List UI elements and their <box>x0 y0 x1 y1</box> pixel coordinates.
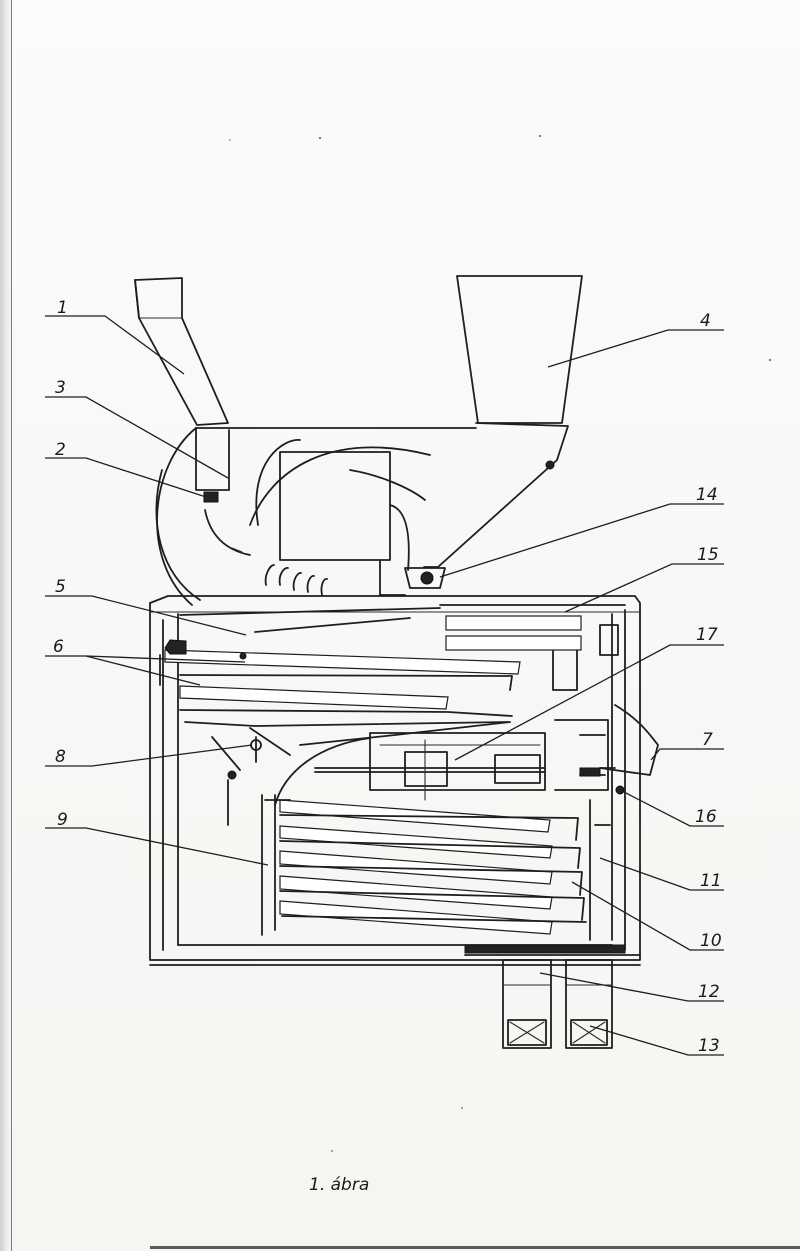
callout-13: 13 <box>698 1036 720 1056</box>
callout-17: 17 <box>696 625 718 645</box>
central-fan <box>274 719 609 806</box>
callout-1: 1 <box>57 298 68 318</box>
callout-8: 8 <box>55 747 66 767</box>
collection-bins <box>464 944 641 1049</box>
adjust-lever <box>211 736 262 826</box>
callout-4: 4 <box>700 311 711 331</box>
callout-12: 12 <box>698 982 720 1002</box>
callout-15: 15 <box>697 545 719 565</box>
scan-speckles <box>229 135 771 1152</box>
callout-10: 10 <box>700 931 722 951</box>
callout-11: 11 <box>700 871 722 891</box>
outlet-chute <box>579 704 659 795</box>
intake-pipe <box>134 277 229 426</box>
callout-3: 3 <box>55 378 66 398</box>
callout-2: 2 <box>55 440 66 460</box>
figure-caption: 1. ábra <box>309 1175 369 1195</box>
page-bottom-edge <box>150 1246 800 1249</box>
callout-5: 5 <box>55 577 66 597</box>
callout-6: 6 <box>53 637 64 657</box>
callout-9: 9 <box>57 810 68 830</box>
leader-lines <box>45 315 724 1056</box>
callout-14: 14 <box>696 485 718 505</box>
page-binding-edge <box>0 0 12 1251</box>
callout-labels: 1 3 2 5 6 8 9 4 14 15 17 7 16 11 10 12 1… <box>53 298 722 1056</box>
aspirator-housing <box>155 427 477 606</box>
callout-7: 7 <box>702 730 713 750</box>
callout-16: 16 <box>695 807 717 827</box>
feed-hopper <box>423 275 583 568</box>
upper-sieves <box>159 607 582 756</box>
lower-sieve-stack <box>261 794 611 941</box>
